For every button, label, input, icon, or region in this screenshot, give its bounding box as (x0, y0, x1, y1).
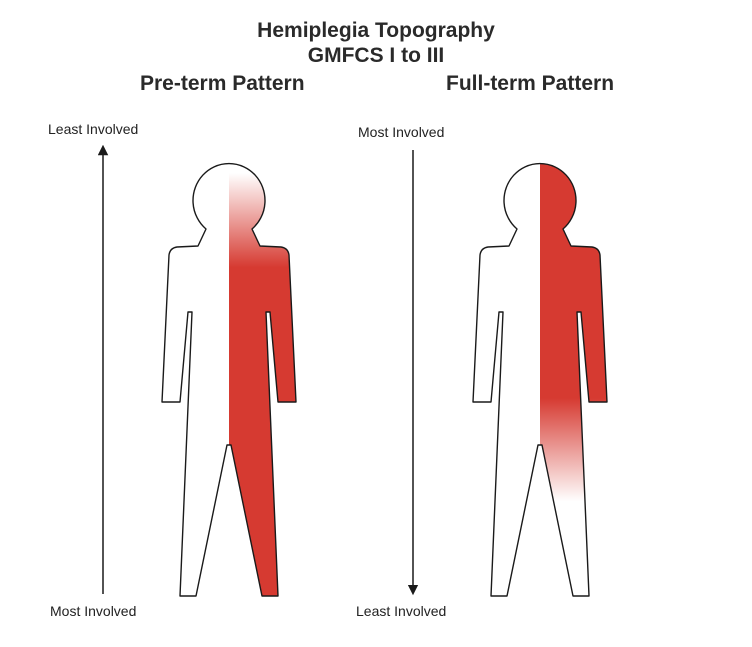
preterm-axis-top-label: Least Involved (48, 121, 139, 137)
preterm-axis-bottom-label: Most Involved (50, 603, 137, 619)
preterm-pattern-title: Pre-term Pattern (140, 72, 305, 95)
diagram-title: Hemiplegia Topography GMFCS I to III (0, 18, 752, 68)
preterm-body-figure (161, 162, 297, 597)
fullterm-axis-bottom-label: Least Involved (356, 603, 447, 619)
fullterm-pattern-title: Full-term Pattern (446, 72, 615, 95)
fullterm-axis-top-label: Most Involved (358, 124, 445, 140)
title-line-1: Hemiplegia Topography (257, 19, 495, 42)
fullterm-body-figure (472, 162, 608, 597)
title-line-2: GMFCS I to III (307, 44, 445, 67)
